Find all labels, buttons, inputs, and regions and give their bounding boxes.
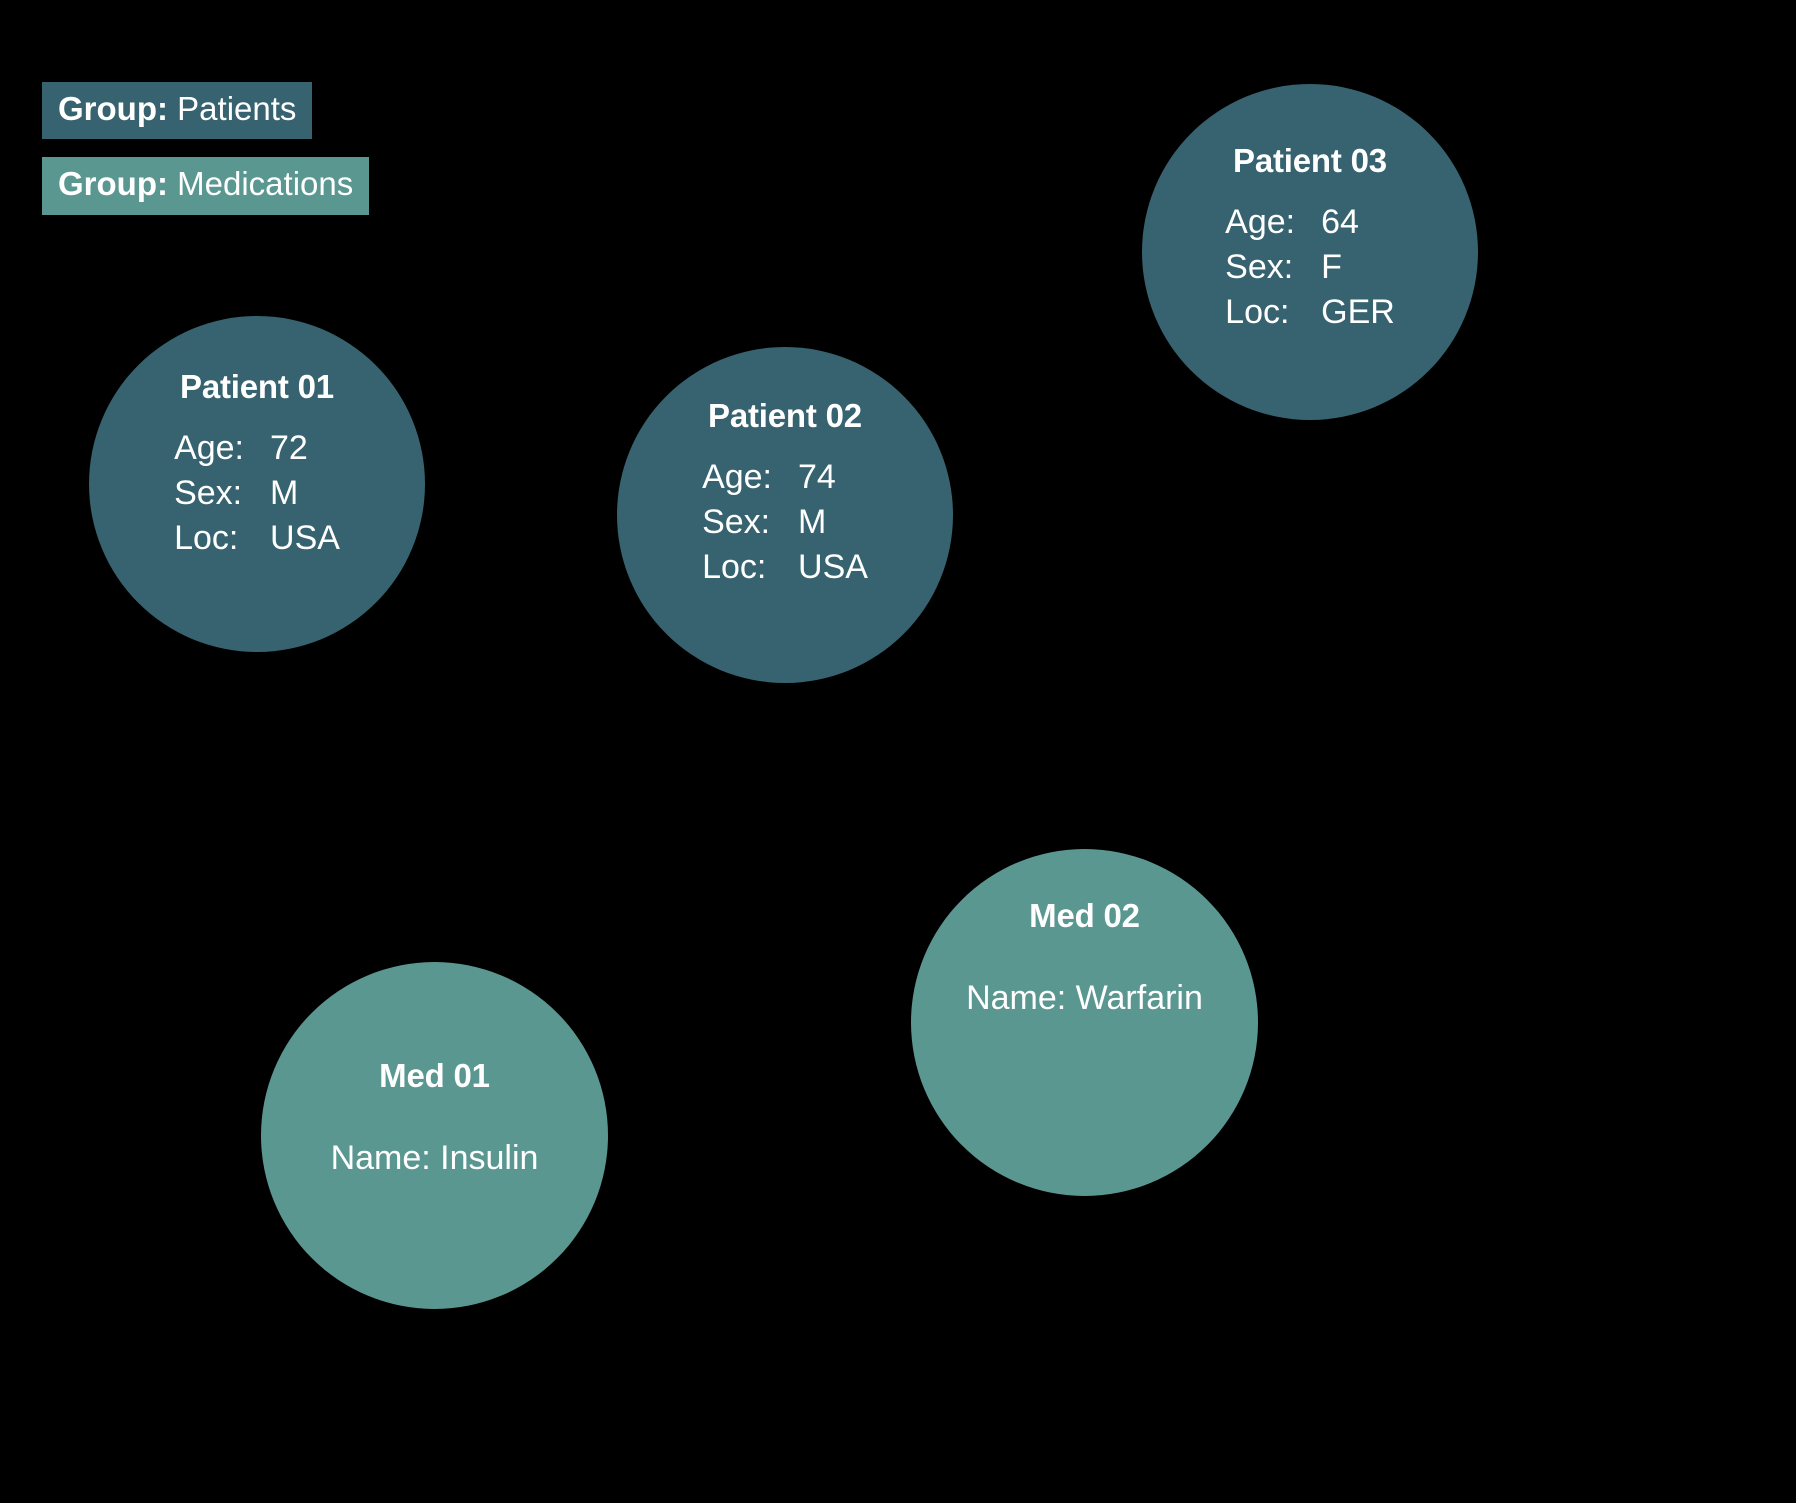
detail-row: Age: 64 [1225, 200, 1395, 245]
detail-label: Sex: [702, 502, 771, 541]
detail-label: Sex: [174, 473, 243, 512]
detail-row: Sex: F [1225, 245, 1395, 290]
detail-label: Age: [1225, 203, 1296, 241]
node-patient-01-details: Age: 72 Sex: M Loc: USA [174, 426, 340, 561]
detail-row: Loc: USA [702, 545, 868, 590]
detail-label: Age: [702, 458, 773, 496]
legend-item-medications[interactable]: Group: Medications [42, 157, 370, 215]
detail-row: Loc: USA [174, 516, 340, 561]
node-patient-02[interactable]: Patient 02 Age: 74 Sex: M Loc: USA [617, 347, 953, 683]
detail-label: Loc: [702, 547, 767, 586]
detail-row: Age: 72 [174, 426, 340, 471]
legend-item-medications-key: Group: [58, 165, 168, 203]
detail-value: USA [270, 518, 340, 557]
detail-value: 72 [270, 429, 308, 467]
node-med-02-name: Name: Warfarin [966, 979, 1203, 1017]
node-med-01-name: Name: Insulin [330, 1139, 539, 1177]
detail-label: Loc: [174, 518, 239, 557]
node-patient-03-title: Patient 03 [1233, 142, 1387, 179]
node-med-01-title: Med 01 [379, 1057, 490, 1094]
legend-item-medications-value: Medications [177, 165, 354, 203]
detail-value: GER [1321, 292, 1395, 331]
detail-value: M [270, 473, 299, 512]
detail-label: Sex: [1225, 247, 1294, 286]
detail-label: Age: [174, 429, 245, 467]
node-patient-02-details: Age: 74 Sex: M Loc: USA [702, 455, 868, 590]
detail-value: 74 [798, 458, 836, 496]
detail-row: Age: 74 [702, 455, 868, 500]
legend-item-patients-value: Patients [177, 90, 297, 127]
detail-row: Sex: M [174, 471, 340, 516]
detail-value: F [1321, 247, 1342, 286]
legend-item-patients[interactable]: Group: Patients [42, 82, 313, 140]
node-patient-01-title: Patient 01 [180, 368, 334, 405]
node-patient-01[interactable]: Patient 01 Age: 72 Sex: M Loc: USA [89, 316, 425, 652]
node-patient-03[interactable]: Patient 03 Age: 64 Sex: F Loc: GER [1142, 84, 1478, 420]
detail-value: M [798, 502, 827, 541]
node-med-02[interactable]: Med 02 Name: Warfarin [911, 849, 1258, 1196]
detail-row: Loc: GER [1225, 290, 1395, 335]
node-patient-03-details: Age: 64 Sex: F Loc: GER [1225, 200, 1395, 335]
detail-value: USA [798, 547, 868, 586]
detail-value: 64 [1321, 203, 1359, 241]
node-med-02-title: Med 02 [1029, 897, 1140, 934]
legend-item-patients-key: Group: [58, 90, 168, 127]
node-patient-02-title: Patient 02 [708, 397, 862, 434]
node-med-01[interactable]: Med 01 Name: Insulin [261, 962, 608, 1309]
detail-label: Loc: [1225, 292, 1290, 331]
detail-row: Sex: M [702, 500, 868, 545]
legend: Group: Patients Group: Medications [42, 82, 370, 215]
